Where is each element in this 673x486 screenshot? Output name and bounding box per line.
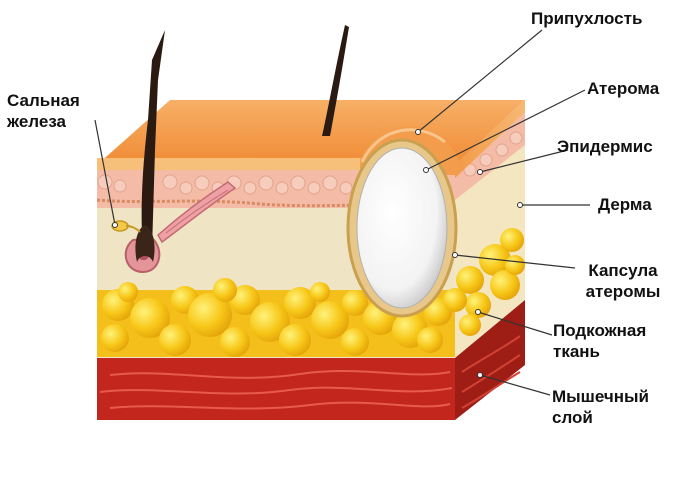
leader-muscle [479,374,551,396]
leader-atheroma [425,89,586,171]
erector-muscle [157,181,237,244]
label-subcutaneous-line2: ткань [553,342,601,361]
leader-capsule [454,254,576,269]
label-bump: Припухлость [531,9,643,28]
label-atheroma: Атерома [587,79,660,98]
label-muscle: Мышечный слой [552,386,649,428]
label-capsule: Капсула атеромы [578,260,668,302]
atheroma-cyst [346,138,458,318]
leader-epidermis [479,149,569,173]
leader-subcutaneous [477,311,553,336]
label-epidermis: Эпидермис [557,137,653,156]
label-capsule-line2: атеромы [585,282,661,301]
label-capsule-line1: Капсула [588,261,658,280]
label-muscle-line2: слой [552,408,593,427]
hair-follicle [111,30,165,274]
label-sebaceous-gland: Сальная железа [7,90,80,132]
label-sebaceous-line1: Сальная [7,91,80,110]
leader-dots [112,129,523,378]
hair-shaft [322,25,349,136]
skin-surface [97,100,525,178]
label-sebaceous-line2: железа [7,112,66,131]
subcutaneous-fat [97,228,525,357]
leader-lines [94,29,590,396]
leader-sebaceous [94,119,116,226]
leader-bump [417,29,543,133]
label-subcutaneous: Подкожная ткань [553,320,646,362]
label-subcutaneous-line1: Подкожная [553,321,647,340]
label-muscle-line1: Мышечный [552,387,649,406]
muscle-layer [97,298,525,420]
label-dermis: Дерма [598,195,652,214]
